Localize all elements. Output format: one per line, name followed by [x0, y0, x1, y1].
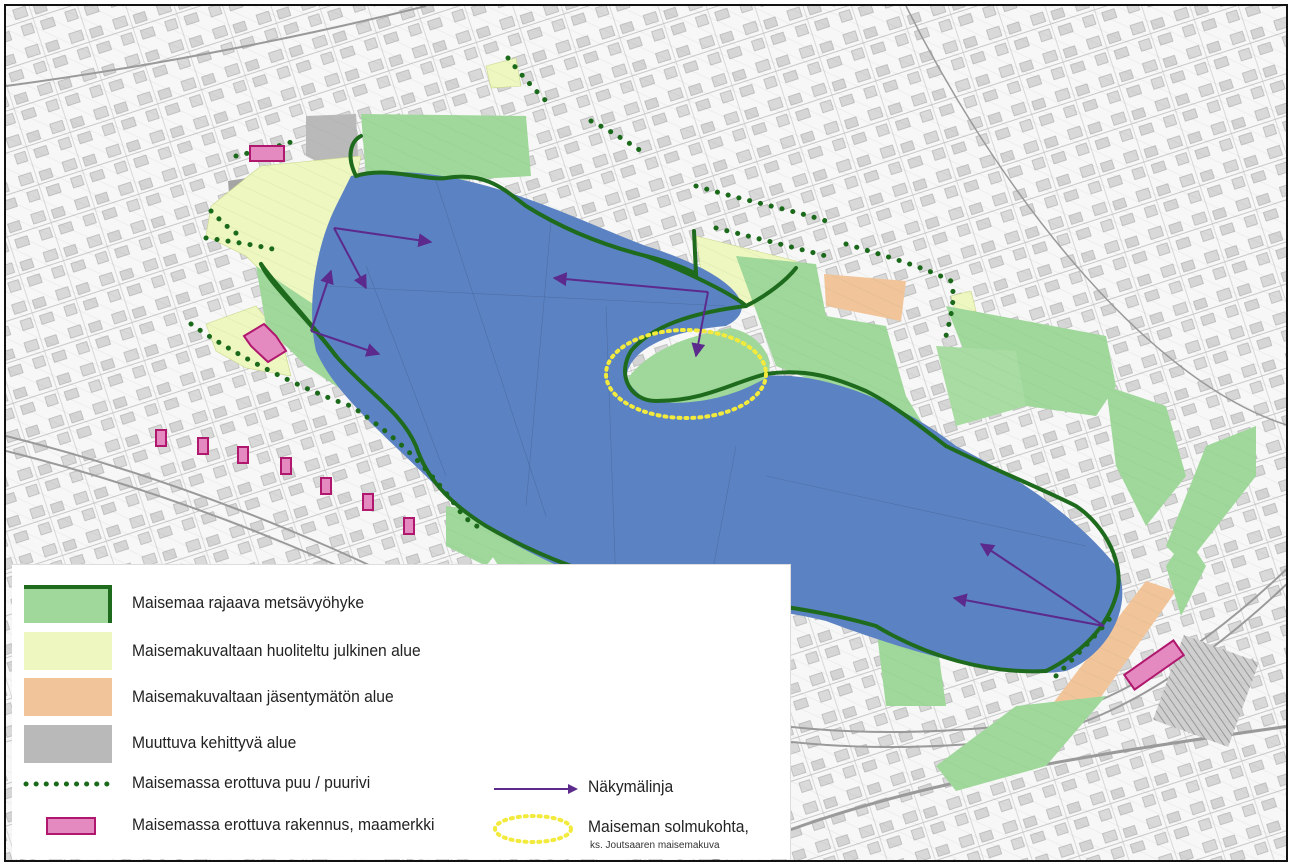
legend-public-swatch — [24, 632, 112, 670]
legend-tree-row-label: Maisemassa erottuva puu / puurivi — [132, 773, 371, 792]
legend-changing-label: Muuttuva kehittyvä alue — [132, 733, 297, 752]
landmark-buildings — [155, 145, 1186, 691]
map-frame: Maisemaa rajaava metsävyöhyke Maisemakuv… — [4, 4, 1288, 862]
lake-survey-lines — [325, 180, 1087, 607]
view-lines — [310, 227, 1105, 627]
legend-unstructured-label: Maisemakuvaltaan jäsentymätön alue — [132, 687, 394, 706]
legend-forest-swatch — [24, 585, 112, 623]
legend-forest-label: Maisemaa rajaava metsävyöhyke — [132, 593, 365, 612]
legend-view-line-symbol — [494, 784, 578, 794]
legend-view-line-label: Näkymälinja — [588, 777, 674, 796]
legend-landscape-node-label: Maiseman solmukohta, — [588, 817, 749, 836]
legend-unstructured-swatch — [24, 678, 112, 716]
map-legend: Maisemaa rajaava metsävyöhyke Maisemakuv… — [12, 564, 791, 859]
legend-landscape-node-symbol — [493, 814, 573, 844]
landscape-node-ellipse — [604, 328, 768, 420]
landscape-map — [6, 6, 1286, 860]
legend-landmark-label: Maisemassa erottuva rakennus, maamerkki — [132, 815, 435, 834]
legend-tree-row-symbol — [23, 781, 114, 787]
legend-landscape-node-note: ks. Joutsaaren maisemakuva — [590, 840, 720, 851]
tree-rows — [188, 55, 1119, 679]
lake-water — [312, 172, 1123, 673]
legend-changing-swatch — [24, 725, 112, 763]
legend-landmark-swatch — [46, 817, 96, 835]
legend-public-label: Maisemakuvaltaan huoliteltu julkinen alu… — [132, 641, 421, 660]
